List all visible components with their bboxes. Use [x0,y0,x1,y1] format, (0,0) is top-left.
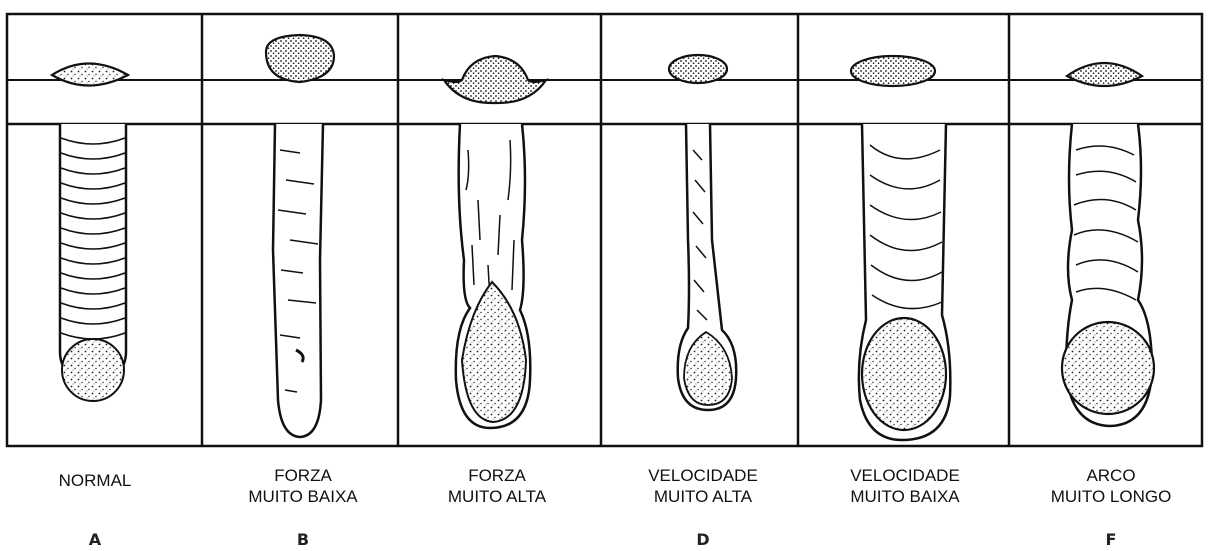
caption-line: MUITO ALTA [397,486,597,507]
caption-line: MUITO BAIXA [805,486,1005,507]
figure-frame [7,14,1202,446]
caption-line: MUITO LONGO [1011,486,1208,507]
panel-letter-d: D [603,530,803,549]
caption-f: ARCOMUITO LONGO [1011,465,1208,507]
caption-line: MUITO ALTA [603,486,803,507]
cross-section-d [669,55,727,83]
caption-line: MUITO BAIXA [203,486,403,507]
caption-b: FORZAMUITO BAIXA [203,465,403,507]
cross-section-a [52,64,128,86]
caption-a: NORMAL [0,470,195,491]
caption-c: FORZAMUITO ALTA [397,465,597,507]
caption-d: VELOCIDADEMUITO ALTA [603,465,803,507]
crater-e [862,318,946,430]
crater-f [1062,322,1154,414]
caption-line: FORZA [397,465,597,486]
panel-d-velocidade-muito-alta [669,55,736,410]
panel-a-normal [52,64,128,402]
caption-line: ARCO [1011,465,1208,486]
cross-section-b [266,35,334,82]
panel-letter-f: F [1011,530,1208,549]
caption-line: VELOCIDADE [603,465,803,486]
cross-section-f [1067,63,1142,86]
caption-line: FORZA [203,465,403,486]
bead-b [273,124,323,437]
cross-section-e [851,56,935,86]
caption-line: VELOCIDADE [805,465,1005,486]
panel-e-velocidade-muito-baixa [851,56,950,440]
caption-line: NORMAL [0,470,195,491]
caption-row: NORMALAFORZAMUITO BAIXABFORZAMUITO ALTAV… [0,462,1208,551]
crater-a [62,339,124,401]
panel-f-arco-muito-longo [1062,63,1154,426]
caption-e: VELOCIDADEMUITO BAIXA [805,465,1005,507]
panel-c-forza-muito-alta [444,56,546,428]
panel-b-forza-muito-baixa [266,35,334,437]
panel-letter-a: A [0,530,195,549]
panel-letter-b: B [203,530,403,549]
